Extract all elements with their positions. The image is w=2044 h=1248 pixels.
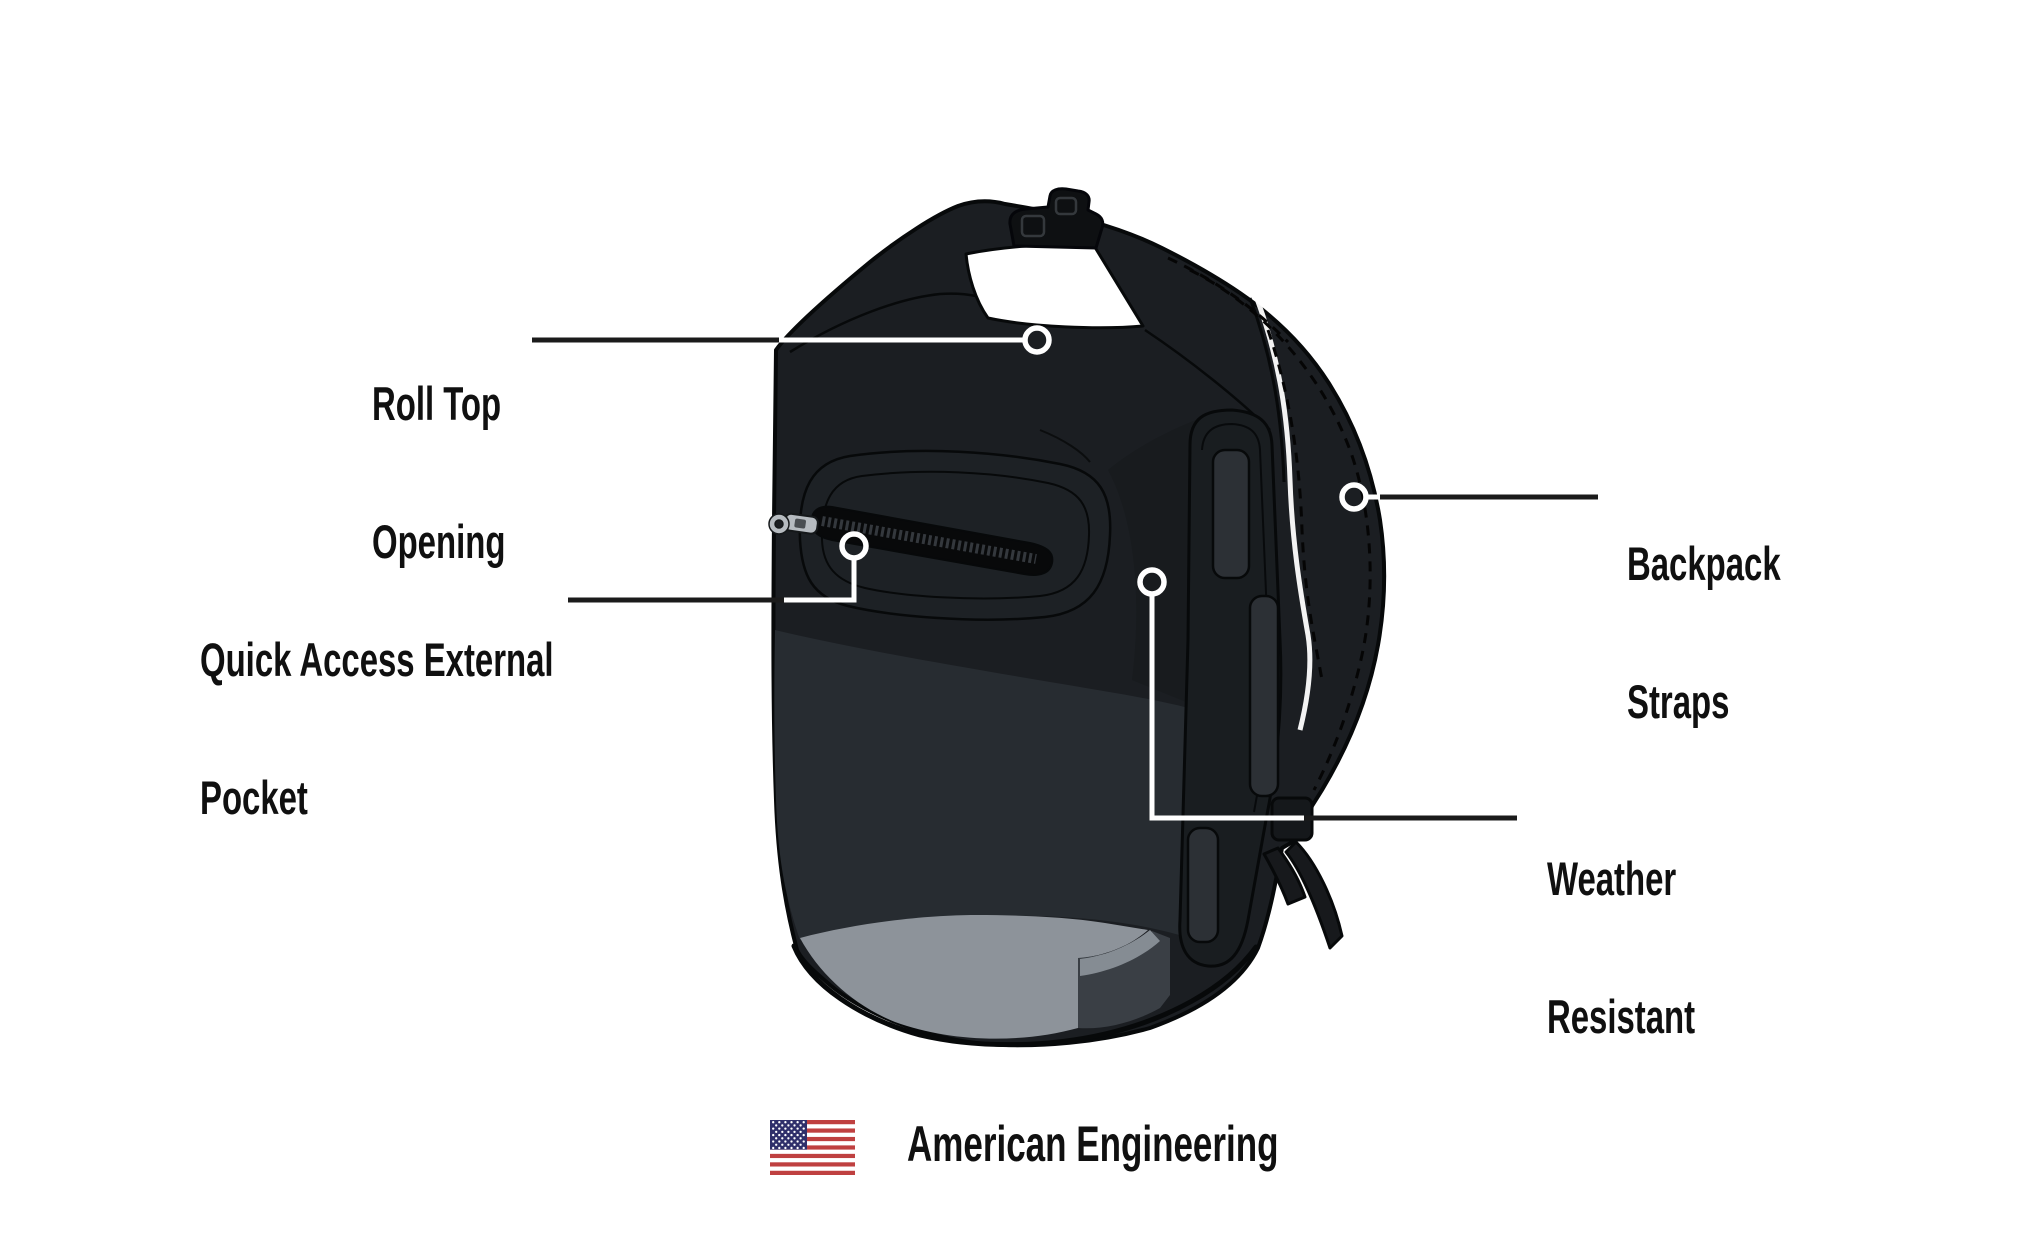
- label-line: Pocket: [200, 771, 308, 824]
- callout-label-quick-access: Quick Access External Pocket: [200, 545, 554, 913]
- callout-label-backpack-straps: Backpack Straps: [1627, 449, 1781, 817]
- roll-top-buckle: [1008, 187, 1105, 250]
- callout-markers: [839, 325, 1369, 597]
- label-line: Roll Top: [372, 377, 502, 430]
- base-bottom: [791, 915, 1259, 1048]
- bag-lower-panel: [774, 630, 1196, 940]
- weather-resistant-marker: [1137, 567, 1167, 597]
- label-line: Opening: [372, 515, 506, 568]
- footer-caption: American Engineering: [907, 1116, 1279, 1172]
- zipper-slot: [810, 505, 1054, 576]
- shoulder-strap: [1167, 256, 1372, 791]
- bag-side-shading: [1108, 420, 1196, 706]
- callout-lines: [532, 337, 1598, 821]
- callout-label-roll-top: Roll Top Opening: [372, 289, 505, 657]
- label-line: Backpack: [1627, 537, 1781, 590]
- callout-label-weather-resistant: Weather Resistant: [1547, 764, 1695, 1132]
- us-flag-icon: [770, 1120, 855, 1175]
- rail-slot: [1248, 594, 1280, 798]
- zipper-pocket: [768, 449, 1112, 621]
- rail-slot: [1211, 448, 1251, 580]
- label-line: Resistant: [1547, 990, 1696, 1043]
- backpack-straps-marker: [1339, 482, 1369, 512]
- side-rail: [1178, 408, 1283, 968]
- label-line: Quick Access External: [200, 633, 554, 686]
- roll-top-marker: [1022, 325, 1052, 355]
- quick-access-marker: [839, 531, 869, 561]
- label-line: Weather: [1547, 852, 1677, 905]
- rail-slot: [1186, 826, 1220, 944]
- label-line: Straps: [1627, 675, 1730, 728]
